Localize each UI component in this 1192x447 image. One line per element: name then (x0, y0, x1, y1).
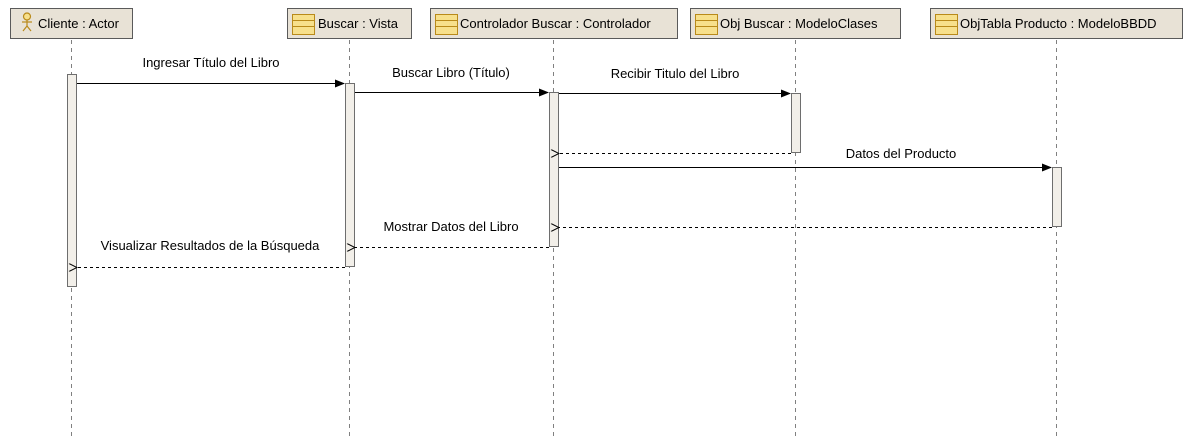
activation-cliente (67, 74, 77, 287)
participant-modelo[interactable]: Obj Buscar : ModeloClases (690, 8, 901, 39)
actor-icon (22, 12, 32, 32)
participant-cliente[interactable]: Cliente : Actor (10, 8, 133, 39)
participant-label: Cliente : Actor (38, 16, 120, 31)
participant-label: ObjTabla Producto : ModeloBBDD (960, 16, 1157, 31)
message-visualizar-resultados[interactable]: Visualizar Resultados de la Búsqueda (77, 238, 345, 268)
message-label: Buscar Libro (Título) (392, 65, 510, 80)
message-label: Ingresar Título del Libro (142, 55, 279, 70)
participant-label: Obj Buscar : ModeloClases (720, 16, 878, 31)
activation-vista (345, 83, 355, 267)
message-label: Datos del Producto (846, 146, 957, 161)
message-recibir-titulo[interactable]: Recibir Titulo del Libro (559, 66, 791, 98)
message-mostrar-datos[interactable]: Mostrar Datos del Libro (355, 219, 549, 248)
activation-controlador (549, 92, 559, 247)
class-icon (435, 14, 458, 35)
participant-label: Buscar : Vista (318, 16, 399, 31)
class-icon (695, 14, 718, 35)
activation-bbdd (1052, 167, 1062, 227)
message-label: Visualizar Resultados de la Búsqueda (101, 238, 321, 253)
message-ingresar-titulo[interactable]: Ingresar Título del Libro (77, 55, 345, 88)
class-icon (935, 14, 958, 35)
message-label: Mostrar Datos del Libro (383, 219, 518, 234)
activation-modelo (791, 93, 801, 153)
participant-controlador[interactable]: Controlador Buscar : Controlador (430, 8, 678, 39)
message-datos-producto[interactable]: Datos del Producto (559, 146, 1052, 172)
class-icon (292, 14, 315, 35)
participant-label: Controlador Buscar : Controlador (460, 16, 651, 31)
message-buscar-libro[interactable]: Buscar Libro (Título) (355, 65, 549, 97)
message-label: Recibir Titulo del Libro (611, 66, 740, 81)
participant-bbdd[interactable]: ObjTabla Producto : ModeloBBDD (930, 8, 1183, 39)
participant-vista[interactable]: Buscar : Vista (287, 8, 412, 39)
